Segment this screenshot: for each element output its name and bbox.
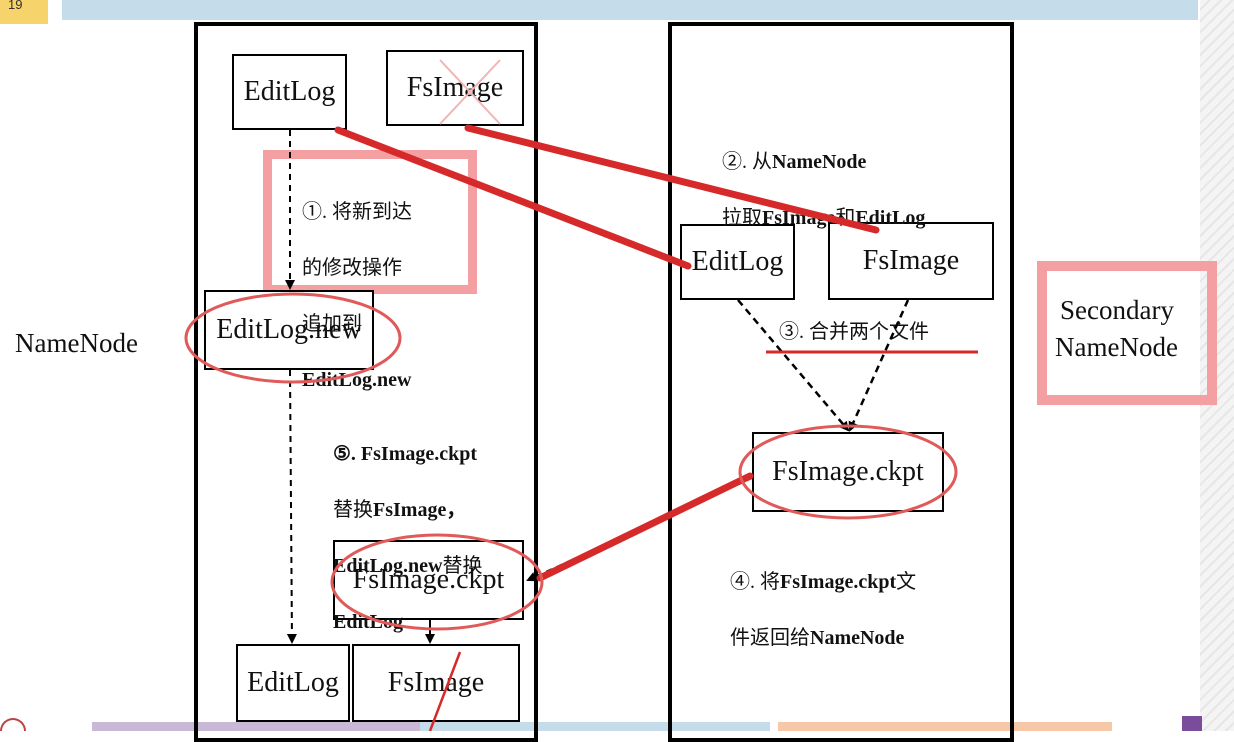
step5-line2-prefix: 替换 [333,499,373,521]
step4-line2-prefix: 件返回给 [730,627,810,649]
fsimage-top-box: FsImage [386,50,524,126]
step2-note: ②. 从NameNode 拉取FsImage和EditLog [722,120,925,260]
step5-line4: EditLog [333,611,404,633]
step2-line2-editlog: EditLog [855,207,926,229]
step1-line1: ①. 将新到达 [302,201,412,223]
slide-side-decoration [1200,0,1234,731]
university-logo-icon [0,718,26,731]
secondary-namenode-label-line1: Secondary [1060,295,1174,325]
editlog-top-box: EditLog [232,54,347,130]
slide-bottom-bar-blue [420,722,770,731]
step1-line2: 的修改操作 [302,257,402,279]
step4-line1: ④. 将FsImage.ckpt文 [730,568,916,596]
step2-line2-and: 和 [835,207,856,229]
step5-line3-suffix: 替换 [442,555,483,577]
secondary-namenode-label-line2: NameNode [1055,332,1178,362]
step5-line3-editlog-new: EditLog.new [333,555,443,577]
step4-line1-suffix: 文 [896,571,917,593]
slide-bottom-bar-purple [92,722,420,731]
fsimage-secondary-box: FsImage [828,222,994,300]
step5-line2: 替换FsImage， [333,496,482,524]
editlog-secondary-box: EditLog [680,224,795,300]
step4-note: ④. 将FsImage.ckpt文 件返回给NameNode [730,540,916,680]
step4-line1-ckpt: FsImage.ckpt [780,571,897,593]
slide-top-bar [62,0,1198,20]
step5-note: ⑤. FsImage.ckpt 替换FsImage， EditLog.new替换… [333,412,482,664]
step2-line1-prefix: ②. 从 [722,151,772,173]
secondary-namenode-highlight [1037,261,1217,405]
step2-line2-prefix: 拉取 [722,207,762,229]
step1-line4: EditLog.new [302,369,412,391]
step4-line1-prefix: ④. 将 [730,571,780,593]
step5-line1: ⑤. FsImage.ckpt [333,443,478,465]
page-number-badge: 19 [0,0,48,24]
step4-line2: 件返回给NameNode [730,624,916,652]
slide-bottom-bar-orange [778,722,1112,731]
ds-logo-icon [1182,716,1202,731]
step4-line2-namenode: NameNode [810,627,905,649]
step2-line2-fsimage: FsImage [762,207,836,229]
step2-line1: ②. 从NameNode [722,148,925,176]
step2-line2: 拉取FsImage和EditLog [722,204,925,232]
step1-note: ①. 将新到达 的修改操作 追加到 EditLog.new [302,170,412,422]
fsimage-ckpt-secondary-box: FsImage.ckpt [752,432,944,512]
step3-note: ③. 合并两个文件 [775,318,933,346]
namenode-label: NameNode [15,328,138,358]
step5-line2-fsimage: FsImage， [373,499,467,521]
step1-line3: 追加到 [302,313,362,335]
editlog-bottom-box: EditLog [236,644,350,722]
step5-line3: EditLog.new替换 [333,552,482,580]
step2-line1-namenode: NameNode [772,151,867,173]
